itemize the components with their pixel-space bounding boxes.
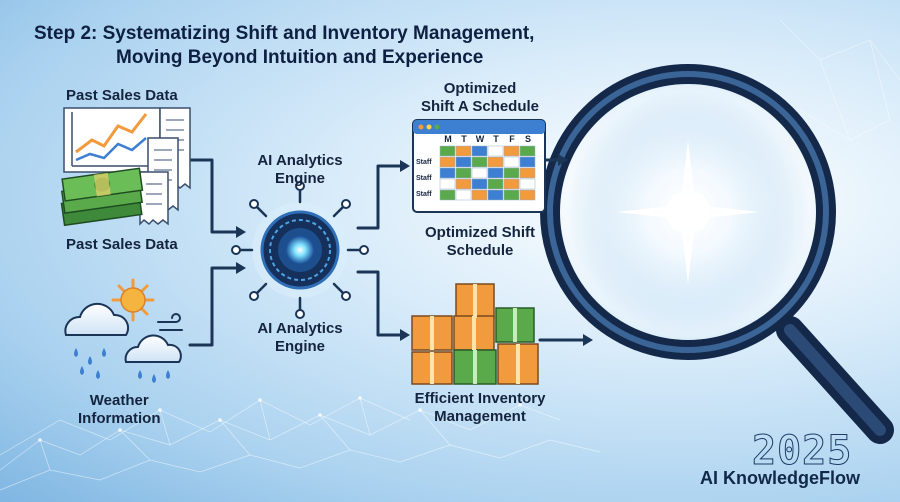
schedule-label-top-line-2: Shift A Schedule — [420, 98, 540, 115]
schedule-cell — [455, 167, 472, 179]
schedule-cell — [439, 145, 456, 157]
schedule-cell — [487, 189, 504, 201]
schedule-label-top: Optimized Shift A Schedule — [412, 80, 548, 116]
arrowheads — [236, 154, 593, 346]
weather-label-line-2: Information — [78, 410, 161, 427]
calendar-day-0: M — [444, 134, 452, 144]
shift-schedule-calendar-icon — [412, 119, 546, 213]
schedule-label-bottom-line-1: Optimized Shift — [425, 224, 535, 241]
ai-engine-label-top-line-2: Engine — [274, 170, 325, 187]
schedule-cell — [439, 189, 456, 201]
schedule-cell — [439, 178, 456, 190]
calendar-day-2: W — [475, 134, 485, 144]
calendar-day-4: F — [509, 134, 515, 144]
ai-engine-icon — [231, 181, 369, 319]
sun-icon — [111, 278, 155, 322]
calendar-row-label-1: Staff — [416, 175, 432, 182]
schedule-cell — [471, 167, 488, 179]
inventory-label-line-1: Efficient Inventory — [414, 390, 546, 407]
calendar-row-label-2: Staff — [416, 191, 432, 198]
ai-engine-label-bottom: AI Analytics Engine — [250, 320, 350, 356]
page-title: Step 2: Systematizing Shift and Inventor… — [34, 22, 674, 70]
schedule-cell — [455, 178, 472, 190]
schedule-cell — [439, 167, 456, 179]
schedule-cell — [503, 189, 520, 201]
title-line-1: Step 2: Systematizing Shift and Inventor… — [34, 23, 535, 44]
calendar-day-5: S — [524, 134, 531, 144]
inventory-boxes-icon — [411, 283, 539, 385]
inventory-label-line-2: Management — [434, 408, 526, 425]
weather-label-line-1: Weather — [89, 392, 149, 409]
schedule-cell — [519, 178, 536, 190]
network-mesh-top-right — [779, 19, 900, 141]
schedule-cell — [519, 145, 536, 157]
title-line-2: Moving Beyond Intuition and Experience — [116, 47, 484, 68]
schedule-cell — [487, 178, 504, 190]
brand-name: AI KnowledgeFlow — [700, 468, 860, 488]
schedule-label-bottom: Optimized Shift Schedule — [405, 224, 555, 260]
schedule-cell — [487, 167, 504, 179]
schedule-cell — [487, 156, 504, 168]
schedule-label-top-line-1: Optimized — [443, 80, 517, 97]
schedule-cell — [471, 189, 488, 201]
past-sales-label-top: Past Sales Data — [66, 87, 178, 104]
past-sales-label-bottom: Past Sales Data — [66, 236, 178, 253]
schedule-cell — [503, 156, 520, 168]
schedule-cell — [519, 156, 536, 168]
schedule-cell — [455, 145, 472, 157]
schedule-cell — [439, 156, 456, 168]
receipt-icon — [139, 107, 191, 226]
sparkle-icon — [616, 140, 760, 284]
schedule-cell — [471, 156, 488, 168]
ai-engine-label-top: AI Analytics Engine — [250, 152, 350, 188]
year-badge: 2025 — [751, 428, 853, 475]
calendar-day-3: T — [493, 134, 499, 144]
network-mesh-nodes — [38, 396, 522, 442]
calendar-row-label-0: Staff — [416, 159, 432, 166]
ai-engine-label-top-line-1: AI Analytics — [257, 152, 343, 169]
calendar-day-1: T — [461, 134, 467, 144]
schedule-cell — [503, 145, 520, 157]
magnifying-glass-icon — [540, 64, 894, 444]
line-chart-icon — [63, 107, 161, 173]
network-mesh-decoration — [0, 397, 601, 491]
money-stack-icon — [60, 167, 144, 227]
inventory-label: Efficient Inventory Management — [400, 390, 560, 426]
schedule-cell — [519, 167, 536, 179]
weather-label: Weather Information — [78, 392, 161, 428]
cloud-icon — [64, 302, 182, 363]
ai-engine-label-bottom-line-1: AI Analytics — [257, 320, 343, 337]
schedule-cell — [503, 178, 520, 190]
schedule-cell — [455, 189, 472, 201]
ai-engine-label-bottom-line-2: Engine — [274, 338, 325, 355]
schedule-cell — [471, 178, 488, 190]
rain-drops-icon — [74, 348, 170, 383]
wind-icon — [157, 313, 183, 331]
schedule-cell — [471, 145, 488, 157]
schedule-cell — [455, 156, 472, 168]
schedule-cell — [503, 167, 520, 179]
schedule-label-bottom-line-2: Schedule — [446, 242, 514, 259]
schedule-cell — [519, 189, 536, 201]
schedule-cell — [487, 145, 504, 157]
